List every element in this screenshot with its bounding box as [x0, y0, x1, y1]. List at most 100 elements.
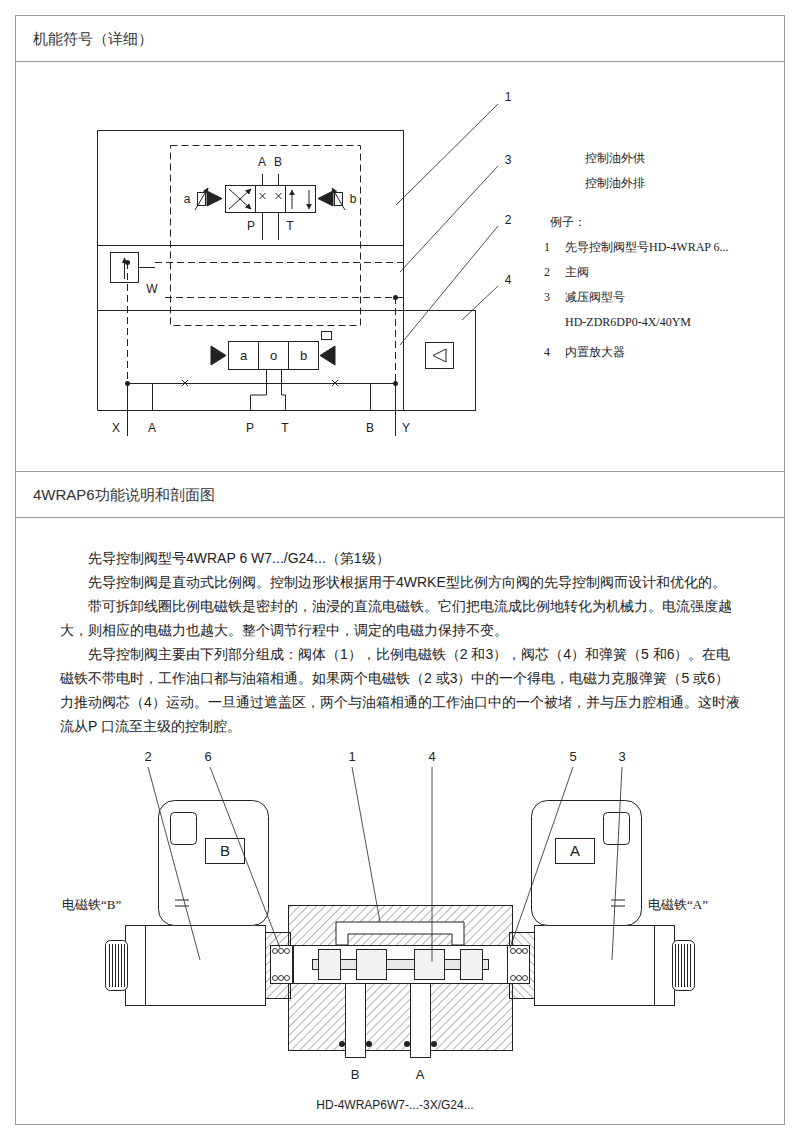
- solenoid-name: 电磁铁“B”: [62, 897, 121, 912]
- callout-number: 6: [204, 749, 211, 764]
- valve-housing-section: [357, 950, 387, 980]
- list-number: 3: [544, 290, 550, 304]
- callout-number: 6: [204, 749, 211, 765]
- callout-number: 4: [428, 749, 435, 764]
- hydraulic-symbol: [318, 191, 333, 206]
- hydraulic-symbol: [125, 381, 130, 386]
- solenoid-name: 电磁铁“A”: [648, 897, 708, 913]
- valve-housing-section: [346, 984, 366, 1058]
- list-number: 2: [544, 265, 550, 279]
- spring-symbol: W: [146, 282, 157, 296]
- solenoid-name: 电磁铁“B”: [62, 897, 121, 913]
- leader-line: [396, 104, 498, 345]
- hydraulic-symbol: [139, 267, 156, 268]
- valve-housing-section: [289, 906, 513, 1051]
- leader-line: [612, 767, 622, 960]
- proportional-solenoid: [110, 944, 125, 987]
- hydraulic-symbol: [256, 186, 286, 213]
- page-frame: [16, 16, 785, 1125]
- hydraulic-symbol: [98, 245, 404, 246]
- list-text: 减压阀型号: [565, 290, 625, 304]
- hydraulic-symbol: [211, 346, 226, 365]
- leader-line: [510, 767, 573, 948]
- spring-symbol: W: [146, 282, 157, 296]
- leader-line: [432, 767, 433, 962]
- node-text: 机能符号（详细）: [33, 30, 153, 48]
- valve-housing-section: [289, 906, 513, 1058]
- leader-line: [148, 767, 622, 962]
- section-header-band: 4WRAP6功能说明和剖面图: [15, 471, 785, 518]
- node-text: a: [240, 348, 247, 364]
- list-number: 1: [544, 240, 550, 254]
- proportional-solenoid: [171, 813, 197, 845]
- list-number: 3: [544, 290, 550, 304]
- port-label: A: [416, 1067, 425, 1083]
- description-paragraph: 先导控制阀是直动式比例阀。控制边形状根据用于4WRKE型比例方向阀的先导控制阀而…: [60, 570, 742, 594]
- port-label: B: [366, 421, 374, 435]
- callout-number: 2: [505, 213, 512, 227]
- solenoid-name: 电磁铁“A”: [648, 897, 708, 912]
- list-text: 内置放大器: [565, 345, 625, 359]
- port-label: T: [281, 421, 288, 435]
- callout-number: 3: [618, 749, 625, 765]
- hydraulic-symbol: [207, 191, 222, 206]
- callout-number: 5: [569, 749, 576, 764]
- proportional-solenoid: [271, 946, 293, 984]
- port-label: A: [148, 421, 156, 435]
- port-label: P: [246, 421, 254, 435]
- hydraulic-symbol: [195, 188, 208, 210]
- note-text: 控制油外供: [585, 151, 645, 165]
- valve-housing-section: [339, 1041, 345, 1047]
- valve-housing-section: [415, 950, 445, 980]
- valve-housing-section: [404, 1041, 410, 1047]
- hydraulic-symbol: [128, 146, 404, 384]
- figure-caption: HD-4WRAP6W7-...-3X/G24...: [316, 1098, 473, 1112]
- hydraulic-symbol: [171, 146, 361, 326]
- hydraulic-symbol: [125, 260, 398, 386]
- callout-number: 4: [428, 749, 435, 765]
- proportional-solenoid: [279, 976, 284, 981]
- valve-position-box: b: [288, 341, 319, 370]
- port-label: A: [416, 1067, 425, 1082]
- proportional-solenoid: [145, 926, 146, 1006]
- port-label: P: [246, 421, 254, 435]
- valve-housing-section: [336, 922, 464, 945]
- note-text: 控制油外排: [585, 176, 645, 190]
- proportional-solenoid: [273, 976, 278, 981]
- port-label: A: [148, 421, 156, 435]
- port-label: T: [286, 219, 293, 233]
- hydraulic-symbol: [393, 381, 398, 386]
- hydraulic-symbol: [292, 190, 293, 209]
- callout-number: 5: [569, 749, 576, 765]
- description-paragraph: 先导控制阀型号4WRAP 6 W7.../G24...（第1级）: [88, 550, 390, 566]
- list-text: 减压阀型号: [565, 290, 625, 304]
- proportional-solenoid: [106, 941, 128, 991]
- hydraulic-symbol: [404, 311, 476, 411]
- solenoid-label: b: [350, 192, 357, 206]
- port-label: B: [274, 155, 282, 169]
- node-text: b: [300, 348, 307, 364]
- hydraulic-symbol: [309, 190, 310, 209]
- hydraulic-symbol: [182, 380, 338, 386]
- valve-housing-section: [294, 946, 508, 984]
- solenoid-label: a: [184, 192, 191, 206]
- list-number: 1: [544, 240, 550, 254]
- page-frame: [16, 16, 785, 1125]
- callout-number: 3: [618, 749, 625, 764]
- list-text: 主阀: [565, 265, 589, 279]
- port-label: B: [274, 155, 282, 169]
- port-label: B: [351, 1067, 360, 1082]
- callout-number: 2: [144, 749, 151, 765]
- proportional-solenoid: [126, 926, 266, 1006]
- list-text: 主阀: [565, 265, 589, 279]
- leader-line: [352, 767, 380, 922]
- hydraulic-symbol: [263, 174, 279, 240]
- valve-housing-section: [319, 950, 341, 980]
- callout-number: 2: [505, 213, 512, 227]
- callout-number: 1: [505, 90, 512, 104]
- hydraulic-symbol: [229, 189, 251, 209]
- coil-label-box: B: [205, 838, 245, 864]
- valve-housing-section: [366, 1041, 372, 1047]
- description-paragraph: 带可拆卸线圈比例电磁铁是密封的，油浸的直流电磁铁。它们把电流成比例地转化为机械力…: [60, 594, 742, 642]
